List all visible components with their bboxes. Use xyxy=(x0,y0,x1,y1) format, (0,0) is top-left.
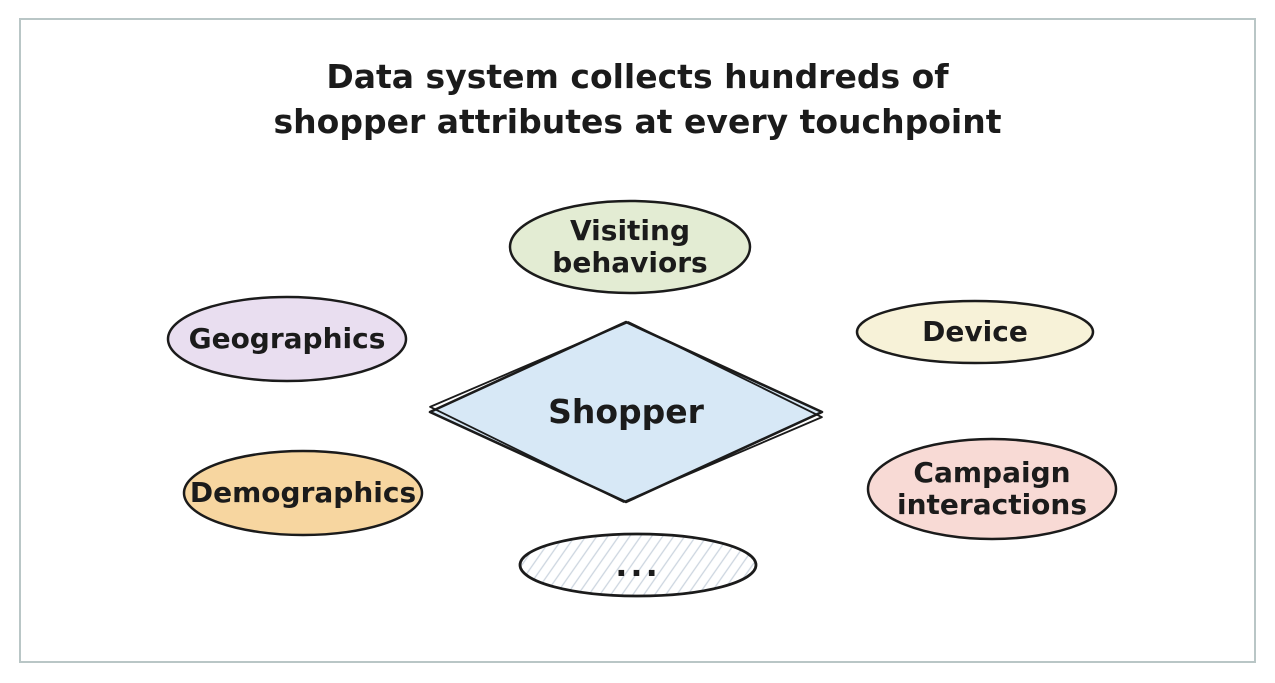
geographics-ellipse xyxy=(166,295,408,383)
diagram-title-line2: shopper attributes at every touchpoint xyxy=(273,102,1002,141)
diagram-title-line1: Data system collects hundreds of xyxy=(326,57,949,96)
demographics-ellipse xyxy=(182,449,424,537)
visiting-behaviors-ellipse xyxy=(508,199,752,295)
canvas-frame xyxy=(19,18,1256,663)
shopper-diamond xyxy=(428,320,824,504)
shopper-diamond-sketch-stroke xyxy=(429,321,823,503)
campaign-interactions-ellipse xyxy=(866,437,1118,541)
more-attributes-ellipse xyxy=(518,532,758,598)
device-ellipse xyxy=(855,299,1095,365)
diagram-title: Data system collects hundreds of shopper… xyxy=(0,54,1275,144)
